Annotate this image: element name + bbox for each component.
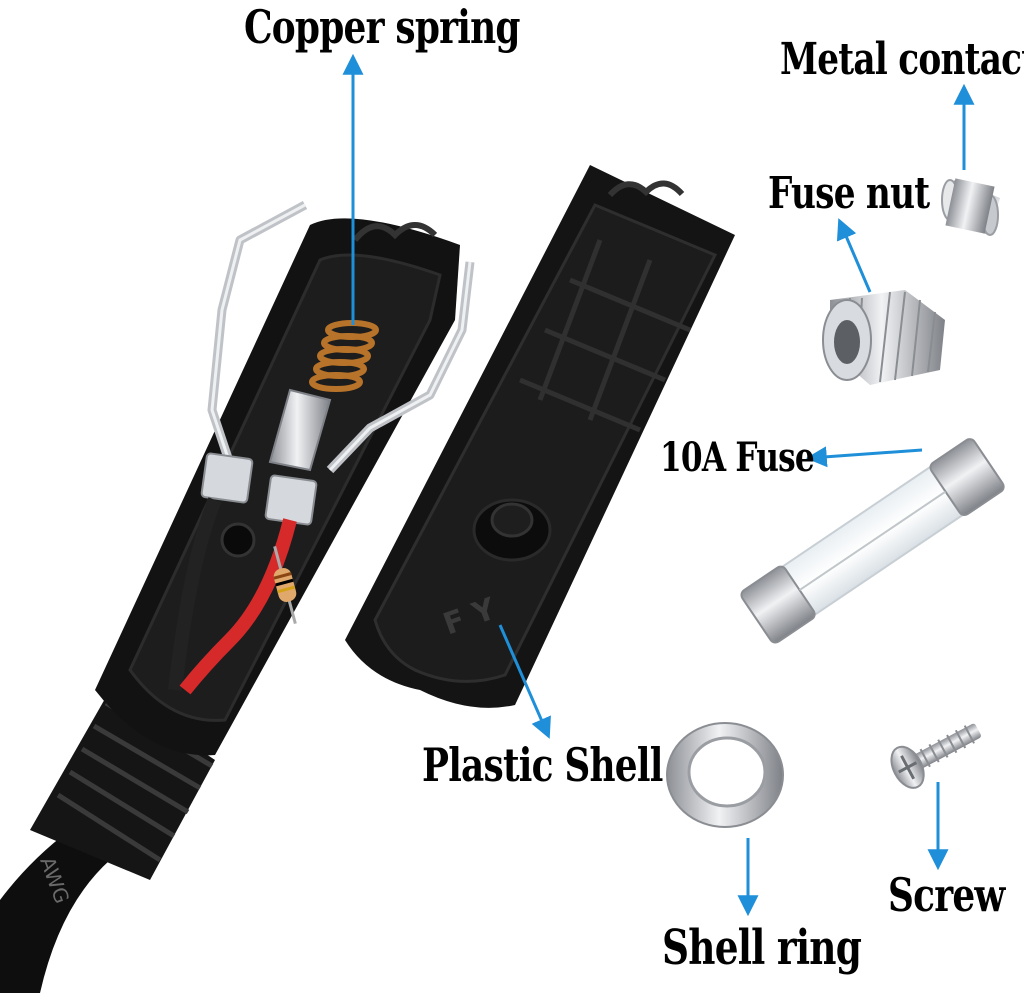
solder-tab-left (200, 452, 254, 504)
metal-contact-part (941, 178, 1000, 236)
label-shell-ring: Shell ring (662, 920, 862, 976)
solder-tab-right (264, 474, 318, 526)
label-plastic-shell: Plastic Shell (422, 738, 663, 792)
power-cable: AWG (0, 830, 110, 993)
fuse-part (740, 438, 1005, 644)
resistor (273, 545, 297, 625)
shell-ring-part (666, 722, 784, 828)
label-metal-contact: Metal contact (780, 34, 1024, 85)
side-clip-right (326, 261, 475, 474)
fuse-nut-part (822, 290, 945, 385)
arrow-plastic-shell (498, 624, 551, 739)
screw-part (890, 723, 981, 789)
center-contact (268, 388, 332, 472)
label-fuse: 10A Fuse (660, 434, 815, 481)
label-fuse-nut: Fuse nut (768, 168, 930, 219)
side-clip-left (207, 201, 308, 472)
arrow-fuse (805, 446, 923, 468)
arrow-fuse-nut (836, 218, 872, 293)
black-wire (168, 497, 222, 691)
plastic-shell-part: F Y (345, 165, 735, 708)
label-copper-spring: Copper spring (244, 0, 521, 54)
label-screw: Screw (888, 868, 1005, 922)
copper-spring (309, 320, 379, 392)
